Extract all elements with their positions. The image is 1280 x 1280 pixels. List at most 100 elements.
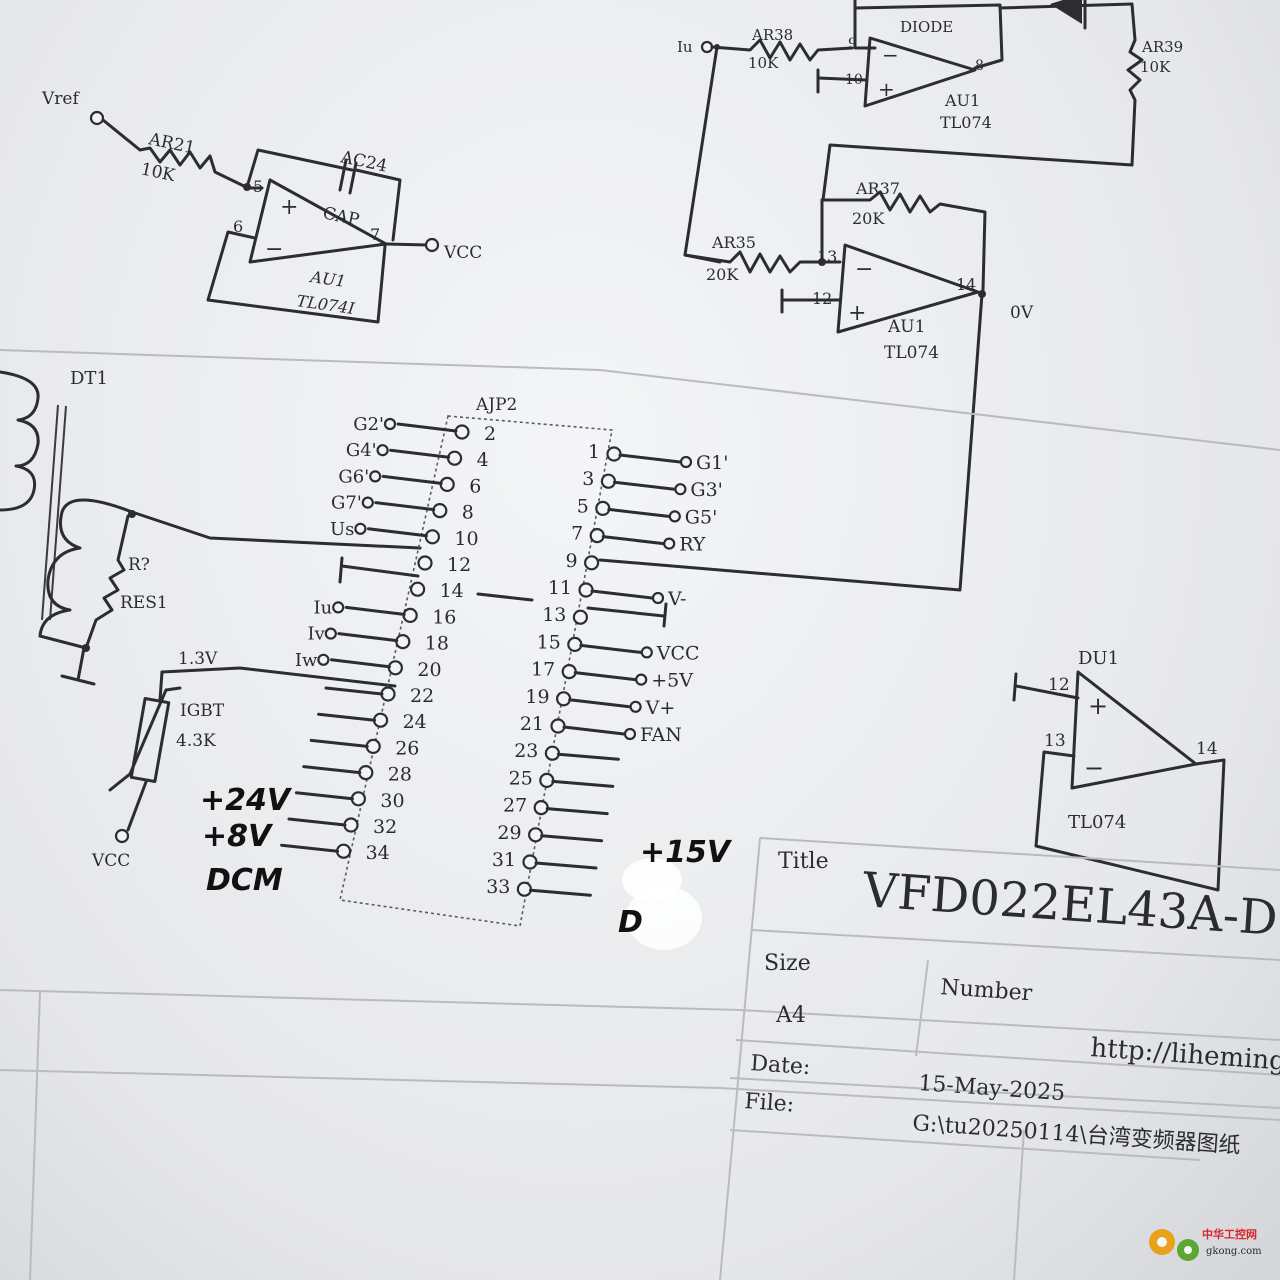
output-0v-label: 0V (1010, 303, 1034, 323)
ajp2-right-pin-number: 25 (509, 767, 533, 789)
ajp2-right-pin-number: 23 (514, 740, 538, 762)
ajp2-right-pin (527, 827, 544, 843)
ar38-ref: AR38 (751, 26, 793, 44)
iu-input-label: Iu (677, 38, 693, 56)
ajp2-right-pin-number: 13 (542, 604, 566, 626)
pin-13-label: 13 (817, 247, 837, 266)
transformer-secondary-coil (38, 498, 134, 638)
thermistor-vcc: VCC (91, 851, 130, 871)
number-label: Number (940, 975, 1034, 1006)
ar35-ref: AR35 (711, 233, 756, 252)
ajp2-right-pin (516, 881, 533, 897)
ajp2-right-pin-number: 19 (525, 686, 549, 708)
title-block: Title VFD022EL43A-D Size A4 Number http:… (0, 837, 1280, 1280)
ajp2-right-pin-number: 31 (492, 849, 516, 871)
ar38-value: 10K (748, 54, 779, 72)
ajp2-right-pin-number: 21 (520, 713, 544, 735)
ajp2-left-pin-number: 24 (403, 711, 427, 733)
ajp2-right-net-label: RY (679, 534, 706, 556)
pin14-13-link (476, 592, 534, 602)
opamp-au1-mid (836, 243, 980, 334)
minus-sign: − (882, 43, 899, 67)
ajp2-right-pin-number: 5 (577, 495, 589, 517)
ar21-value: 10K (139, 159, 177, 186)
vref-label: Vref (41, 89, 80, 109)
transformer-dt1: DT1 R? RES1 (0, 368, 422, 686)
ajp2-left-pin-number: 20 (417, 659, 441, 681)
du1-part: TL074 (1068, 812, 1126, 833)
ajp2-left-pin-number: 6 (469, 475, 481, 497)
au1-mid-ref: AU1 (887, 317, 925, 337)
ajp2-right-pin (522, 854, 538, 870)
plus-sign: + (280, 195, 298, 220)
r-ref: R? (128, 555, 150, 575)
cap-wire-left (245, 148, 354, 189)
date-label: Date: (750, 1051, 812, 1080)
ajp2-right-net-label: G3' (690, 479, 723, 501)
ajp2-right-net-label: G5' (685, 506, 718, 528)
ar35-value: 20K (706, 265, 739, 284)
ajp2-right-net-label: V+ (645, 697, 676, 719)
opamp-au1-top (863, 36, 977, 108)
ajp2-left-pin-number: 30 (380, 790, 404, 812)
ajp2-left-pin-number: 26 (395, 737, 419, 759)
plus-sign: + (1088, 692, 1108, 720)
minus-sign: − (1084, 754, 1104, 782)
opamp-circuit-mid: AR37 20K AR35 20K − + 13 12 14 0V AU1 TL… (598, 179, 1034, 592)
watermark-cn: 中华工控网 (1202, 1227, 1257, 1241)
note-plus8v: +8V (202, 819, 274, 854)
ajp2-right-pin (583, 555, 600, 571)
transformer-primary-coil (0, 370, 40, 512)
ajp2-left-pin (447, 450, 463, 466)
ajp2-left-pin (439, 476, 455, 492)
net-to-pin9 (598, 292, 984, 592)
ajp2-right-pin (606, 446, 622, 462)
vcc-label-left: VCC (443, 243, 482, 263)
ajp2-left-pin (424, 529, 440, 545)
ajp2-left-pin-number: 4 (477, 449, 489, 471)
ajp2-left-net-label: G7' (331, 493, 362, 514)
ajp2-left-pin-number: 10 (454, 528, 478, 550)
ajp2-right-pin-number: 17 (531, 659, 555, 681)
ajp2-right-pin (539, 772, 555, 789)
resistor-ar35 (683, 250, 842, 274)
ajp2-right-pin-number: 27 (503, 795, 527, 817)
resistor-ar38 (710, 38, 854, 62)
pin-9-label: 9 (848, 36, 857, 52)
size-label: Size (764, 951, 811, 976)
ajp2-left-net-label: Iu (313, 597, 332, 618)
ajp2-left-pin (395, 633, 411, 650)
ar37-ref: AR37 (855, 179, 900, 198)
handwritten-notes: +24V +8V DCM +15V D (200, 783, 733, 950)
minus-sign: − (855, 257, 873, 282)
ajp2-right-pin-number: 29 (497, 822, 521, 844)
au1-left-part: TL074I (295, 291, 356, 318)
thermistor-igbt: 1.3V IGBT 4.3K VCC (91, 649, 397, 871)
ajp2-right-pin (555, 691, 572, 707)
au1-top-ref: AU1 (944, 91, 980, 110)
connector-ajp2: AJP2 2G2'4G4'6G6'8G7'10Us121416Iu18Iv20I… (280, 395, 729, 927)
pin-8-label: 8 (975, 58, 984, 74)
ajp2-right-pin-number: 7 (571, 523, 583, 545)
ajp2-left-pin-number: 14 (440, 580, 464, 602)
thermistor-voltage: 1.3V (178, 649, 218, 669)
ajp2-left-pin-number: 8 (462, 502, 474, 524)
ajp2-left-pin-number: 32 (373, 816, 397, 838)
ajp2-right-pin-number: 33 (486, 876, 510, 898)
ajp2-right-net-label: G1' (696, 452, 729, 474)
connector-body (339, 415, 613, 927)
ajp2-right-pin (544, 745, 561, 761)
note-d: D (618, 905, 643, 940)
plus-sign: + (848, 301, 866, 326)
size-value: A4 (775, 1003, 806, 1028)
opamp-circuit-top: Iu AR38 10K DIODE AR39 10K − + 9 10 8 AU… (677, 0, 1183, 264)
pin-14-label: 14 (956, 275, 976, 294)
res1-part: RES1 (120, 593, 168, 613)
ajp2-left-pin (417, 555, 433, 571)
ajp2-right-pin (533, 799, 549, 816)
ar39-value: 10K (1140, 58, 1171, 76)
ajp2-right-net-label: FAN (640, 724, 682, 746)
ajp2-left-pin (387, 660, 403, 676)
thermistor-value: 4.3K (176, 731, 216, 751)
ajp2-left-net-label: Iv (308, 624, 326, 645)
